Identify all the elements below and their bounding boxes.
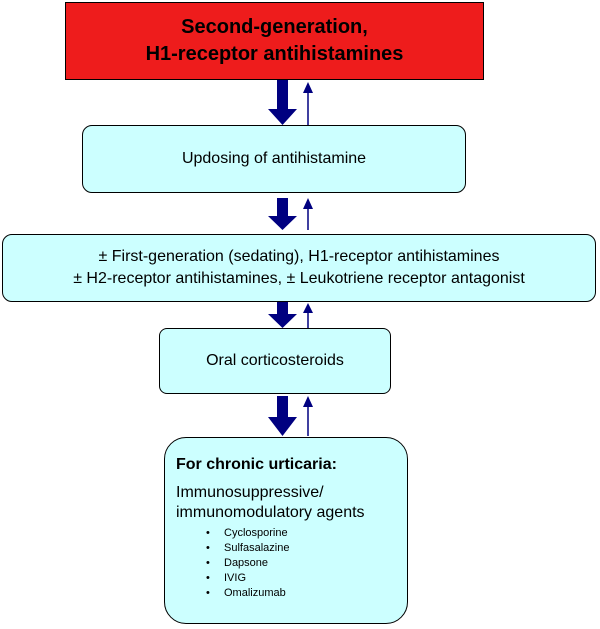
first-line-treatment-box: Second-generation, H1-receptor antihista…: [65, 2, 484, 80]
step-up-arrow: [303, 198, 313, 230]
agent-item: Dapsone: [206, 556, 289, 571]
step-down-arrow: [268, 302, 297, 328]
combination-line2: ± H2-receptor antihistamines, ± Leukotri…: [73, 270, 525, 287]
step-down-arrow: [268, 396, 297, 436]
oral-corticosteroids-label: Oral corticosteroids: [206, 352, 344, 369]
step-up-arrow: [303, 396, 313, 436]
first-line-title-line1: Second-generation,: [181, 16, 368, 38]
oral-corticosteroids-box: Oral corticosteroids: [159, 328, 391, 394]
immunosuppressive-line1: Immunosuppressive/: [176, 484, 324, 501]
first-line-title-line2: H1-receptor antihistamines: [145, 43, 404, 65]
step-down-arrow: [268, 198, 297, 230]
step-up-arrow: [303, 82, 313, 125]
chronic-urticaria-box: For chronic urticaria: Immunosuppressive…: [164, 437, 408, 624]
immunosuppressive-line2: immunomodulatory agents: [176, 504, 365, 521]
step-down-arrow: [268, 80, 297, 125]
agent-item: Cyclosporine: [206, 526, 289, 541]
agent-item: Sulfasalazine: [206, 541, 289, 556]
agent-item: IVIG: [206, 571, 289, 586]
agent-item: Omalizumab: [206, 586, 289, 601]
step-up-arrow: [303, 303, 313, 328]
updosing-box: Updosing of antihistamine: [82, 125, 466, 193]
chronic-urticaria-title: For chronic urticaria:: [176, 456, 337, 473]
agent-list: Cyclosporine Sulfasalazine Dapsone IVIG …: [176, 526, 289, 601]
updosing-label: Updosing of antihistamine: [181, 150, 367, 167]
combination-therapy-box: ± First-generation (sedating), H1-recept…: [2, 234, 596, 302]
combination-line1: ± First-generation (sedating), H1-recept…: [98, 248, 500, 265]
